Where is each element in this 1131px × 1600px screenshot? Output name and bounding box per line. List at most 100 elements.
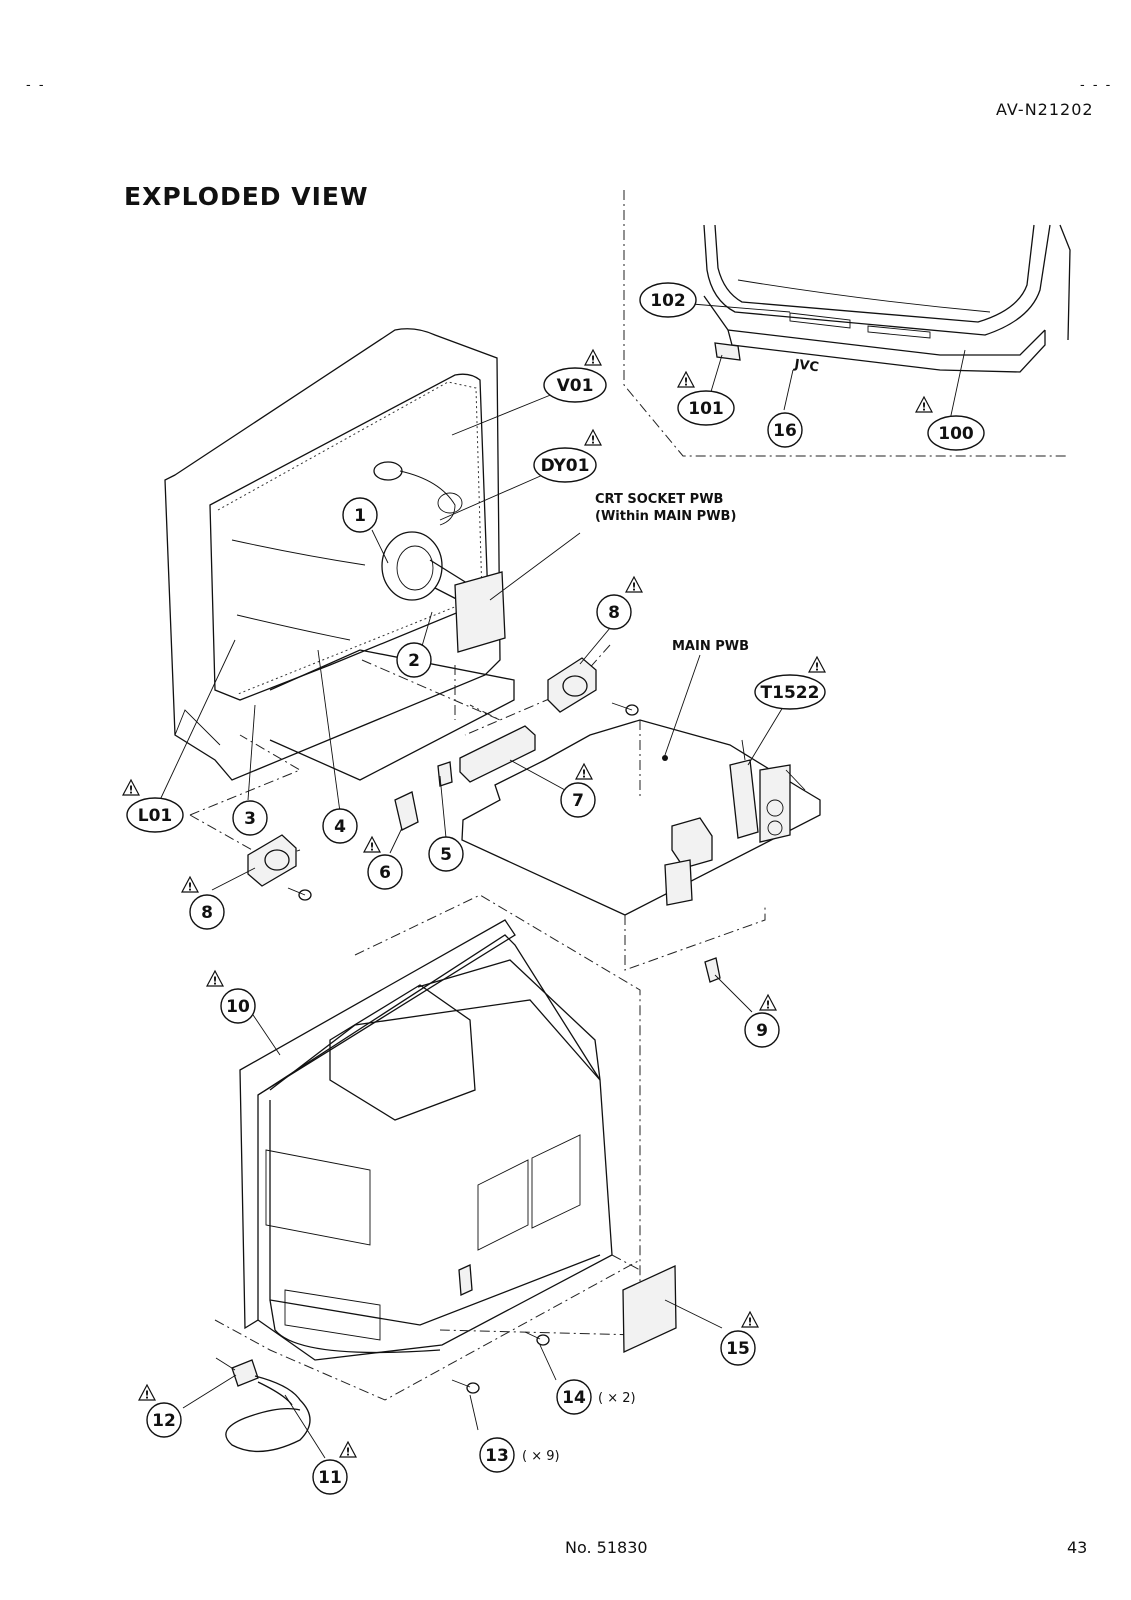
power-cord (215, 1357, 311, 1453)
callout-5: 5 (428, 836, 464, 872)
warning-mark: ! (631, 581, 636, 594)
warning-icon (584, 428, 602, 446)
callout-3: 3 (232, 800, 268, 836)
callout-l01: L01! (122, 778, 184, 833)
callout-bubble (232, 800, 268, 836)
callout-bubble (479, 1437, 515, 1473)
callout-11: 11! (312, 1440, 357, 1495)
clip-part-5 (437, 761, 453, 787)
warning-mark: ! (590, 434, 595, 447)
quantity-label: ( × 9) (522, 1449, 560, 1464)
warning-mark: ! (144, 1389, 149, 1402)
callout-number: 12 (152, 1411, 176, 1431)
callout-bubble (396, 642, 432, 678)
model-number: AV-N21202 (996, 100, 1094, 119)
quantity-label: ( × 2) (598, 1391, 636, 1406)
warning-mark: ! (187, 881, 192, 894)
document-number: No. 51830 (565, 1538, 648, 1557)
callout-100: 100! (915, 395, 985, 451)
warning-icon (339, 1440, 357, 1458)
warning-icon (122, 778, 140, 796)
warning-icon (677, 370, 695, 388)
callout-bubble (754, 674, 826, 710)
page-number: 43 (1067, 1538, 1088, 1557)
speaker-lower (247, 834, 312, 901)
callout-16: 16 (767, 412, 803, 448)
callout-101: 101! (677, 370, 735, 426)
warning-icon (625, 575, 643, 593)
callout-bubble (927, 415, 985, 451)
warning-mark: ! (683, 376, 688, 389)
callout-number: 5 (440, 845, 452, 865)
callout-bubble (556, 1379, 592, 1415)
callout-15: 15! (720, 1310, 759, 1366)
callout-8: 8! (596, 575, 643, 630)
callout-bubble (126, 797, 184, 833)
warning-icon (808, 655, 826, 673)
front-view-inset: JVC (623, 190, 1071, 457)
callout-bubble (533, 447, 597, 483)
crt-socket-pwb-sublabel: (Within MAIN PWB) (595, 509, 736, 524)
callout-12: 12! (138, 1383, 182, 1438)
callout-number: T1522 (761, 683, 820, 703)
warning-icon (181, 875, 199, 893)
callout-number: 9 (756, 1021, 768, 1041)
warning-icon (915, 395, 933, 413)
warning-mark: ! (128, 784, 133, 797)
callout-number: 13 (485, 1446, 509, 1466)
callout-number: 2 (408, 651, 420, 671)
callout-bubble (744, 1012, 780, 1048)
callout-number: 11 (318, 1468, 342, 1488)
callout-bubble (596, 594, 632, 630)
callout-102: 102 (639, 282, 697, 318)
callout-6: 6! (363, 835, 403, 890)
warning-icon (584, 348, 602, 366)
callout-t1522: T1522! (754, 655, 826, 710)
callout-number: 8 (608, 603, 620, 623)
callout-number: 102 (650, 291, 686, 311)
callout-2: 2 (396, 642, 432, 678)
callout-number: 4 (334, 817, 346, 837)
warning-mark: ! (747, 1316, 752, 1329)
callout-number: DY01 (541, 456, 590, 476)
warning-icon (138, 1383, 156, 1401)
warning-mark: ! (369, 841, 374, 854)
callout-bubble (312, 1459, 348, 1495)
callout-dy01: DY01! (533, 428, 602, 483)
callout-bubble (543, 367, 607, 403)
main-pwb-label: MAIN PWB (672, 639, 749, 654)
callout-number: 15 (726, 1339, 750, 1359)
callout-bubble (189, 894, 225, 930)
warning-mark: ! (765, 999, 770, 1012)
callout-bubble (220, 988, 256, 1024)
page-title: EXPLODED VIEW (124, 182, 369, 211)
clip-part-9 (704, 957, 721, 983)
rear-cover-assembly (239, 919, 613, 1361)
warning-icon (575, 762, 593, 780)
warning-mark: ! (590, 354, 595, 367)
warning-mark: ! (345, 1446, 350, 1459)
callout-number: L01 (138, 806, 173, 826)
leader-lines (159, 303, 966, 1459)
callout-bubble (720, 1330, 756, 1366)
callout-bubble (767, 412, 803, 448)
callout-4: 4 (322, 808, 358, 844)
rear-cabinet-assembly (164, 328, 515, 781)
main-pwb-board (459, 719, 821, 971)
bracket-part-6 (394, 791, 419, 831)
crt-socket-pwb-label: CRT SOCKET PWB (595, 492, 723, 507)
callout-number: 100 (938, 424, 974, 444)
callout-bubble (146, 1402, 182, 1438)
jvc-badge: JVC (792, 357, 819, 375)
callout-number: 10 (226, 997, 250, 1017)
callout-bubble (639, 282, 697, 318)
callout-bubble (322, 808, 358, 844)
warning-mark: ! (581, 768, 586, 781)
warning-icon (206, 969, 224, 987)
callout-number: V01 (557, 376, 594, 396)
callout-13: 13 ( × 9) (479, 1437, 560, 1473)
callout-v01: V01! (543, 348, 607, 403)
callout-number: 16 (773, 421, 797, 441)
callout-number: 14 (562, 1388, 586, 1408)
